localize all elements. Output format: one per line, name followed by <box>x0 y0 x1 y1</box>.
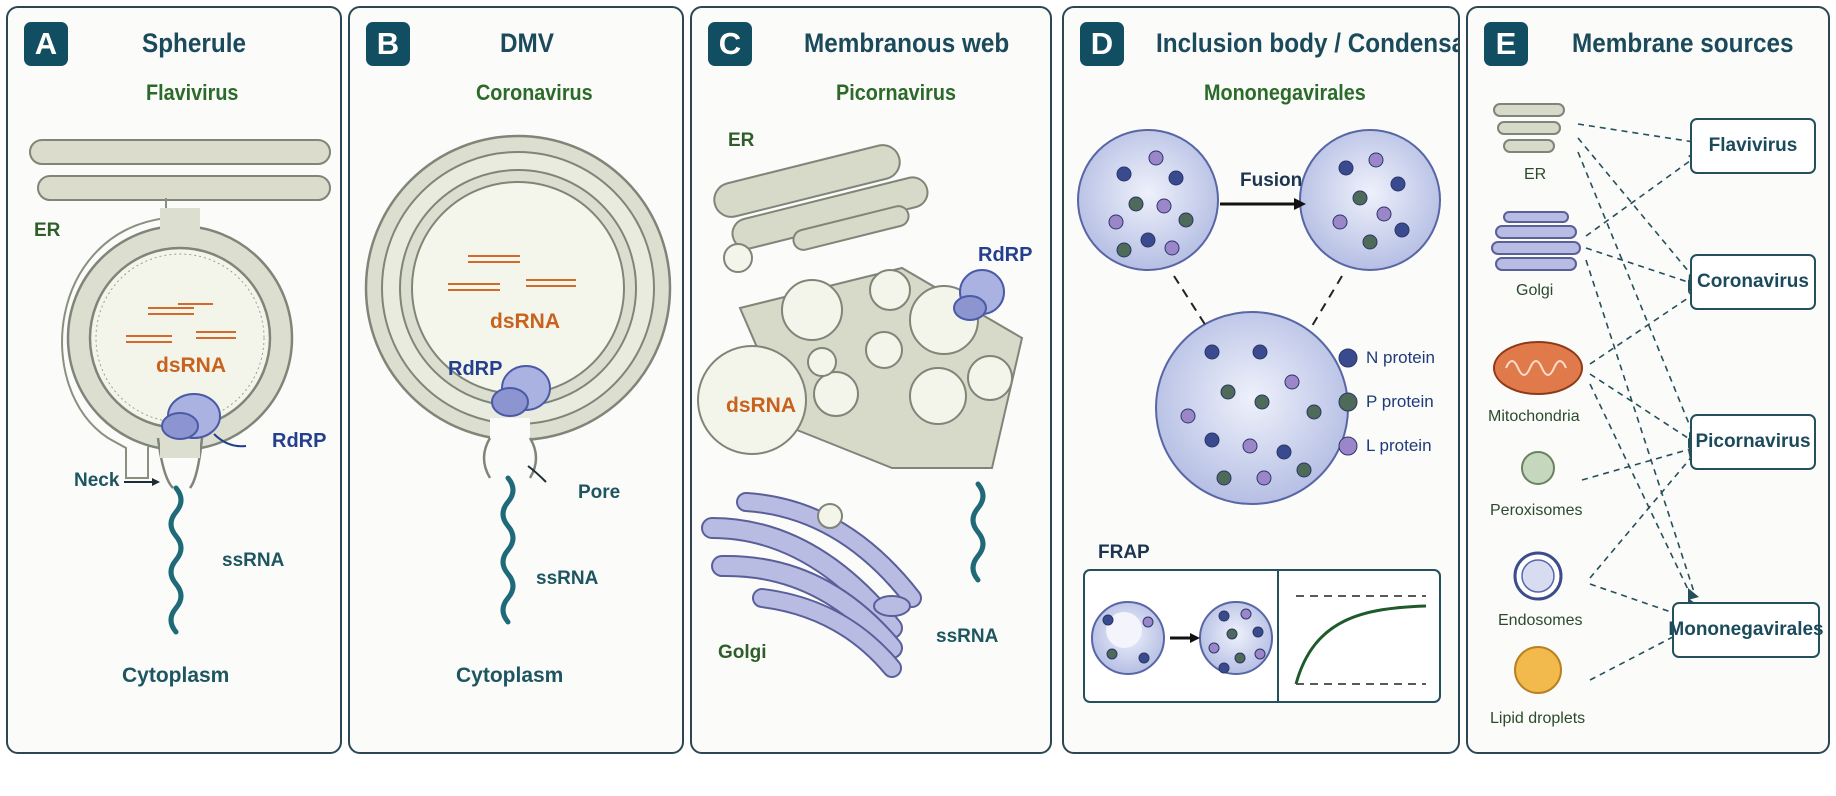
panel-title: DMV <box>500 28 554 58</box>
legend-p-protein: P protein <box>1366 392 1434 411</box>
panel-title: Membrane sources <box>1572 28 1794 58</box>
panel-a-spherule: A Spherule Flavivirus ER dsRNA RdR <box>6 6 342 754</box>
membranous-web-illustration <box>697 144 1024 678</box>
panel-badge: E <box>1484 22 1528 66</box>
target-mononegavirales: Mononegavirales <box>1668 602 1824 658</box>
panel-b-dmv: B DMV Coronavirus dsRNA RdRP Pore ssRNA … <box>348 6 684 754</box>
legend-l-protein: L protein <box>1366 436 1432 455</box>
rdrp-label: RdRP <box>272 430 327 452</box>
panel-subtitle: Mononegavirales <box>1204 80 1366 105</box>
ssrna-label: ssRNA <box>536 568 599 589</box>
cytoplasm-label: Cytoplasm <box>456 664 564 687</box>
target-coronavirus: Coronavirus <box>1690 254 1816 310</box>
er-label: ER <box>34 220 61 241</box>
source-peroxisomes-label: Peroxisomes <box>1490 502 1583 519</box>
frap-label: FRAP <box>1098 542 1150 563</box>
panel-e-membrane-sources: E Membrane sources <box>1466 6 1830 754</box>
golgi-label: Golgi <box>718 642 767 663</box>
rdrp-label: RdRP <box>978 244 1033 266</box>
dsrna-label: dsRNA <box>726 394 797 417</box>
source-mitochondria-label: Mitochondria <box>1488 408 1580 425</box>
panel-subtitle: Coronavirus <box>476 80 593 105</box>
panel-subtitle: Picornavirus <box>836 80 956 105</box>
panel-title: Inclusion body / Condensate <box>1156 28 1460 58</box>
target-flavivirus: Flavivirus <box>1690 118 1816 174</box>
er-label: ER <box>728 130 755 151</box>
panel-badge: B <box>366 22 410 66</box>
dmv-illustration <box>364 134 672 625</box>
source-golgi-label: Golgi <box>1516 282 1554 299</box>
source-er-label: ER <box>1524 166 1547 183</box>
ssrna-label: ssRNA <box>936 626 999 647</box>
target-picornavirus: Picornavirus <box>1690 414 1816 470</box>
cytoplasm-label: Cytoplasm <box>122 664 230 687</box>
panel-badge: D <box>1080 22 1124 66</box>
source-endosomes-label: Endosomes <box>1498 612 1583 629</box>
legend-n-protein: N protein <box>1366 348 1435 367</box>
panel-title: Spherule <box>142 28 246 58</box>
panel-badge: C <box>708 22 752 66</box>
neck-label: Neck <box>74 470 120 491</box>
panel-d-inclusion-body: D Inclusion body / Condensate Mononegavi… <box>1062 6 1460 754</box>
fusion-label: Fusion <box>1240 170 1303 191</box>
dsrna-label: dsRNA <box>156 354 227 377</box>
panel-c-membranous-web: C Membranous web Picornavirus <box>690 6 1052 754</box>
source-lipid-droplets-label: Lipid droplets <box>1490 710 1586 727</box>
panel-title: Membranous web <box>804 28 1010 58</box>
dsrna-label: dsRNA <box>490 310 561 333</box>
rdrp-label: RdRP <box>448 358 503 380</box>
spherule-illustration <box>29 139 331 635</box>
pore-label: Pore <box>578 482 621 503</box>
ssrna-label: ssRNA <box>222 550 285 571</box>
condensate-illustration <box>1077 129 1441 703</box>
panel-badge: A <box>24 22 68 66</box>
panel-subtitle: Flavivirus <box>146 80 239 105</box>
